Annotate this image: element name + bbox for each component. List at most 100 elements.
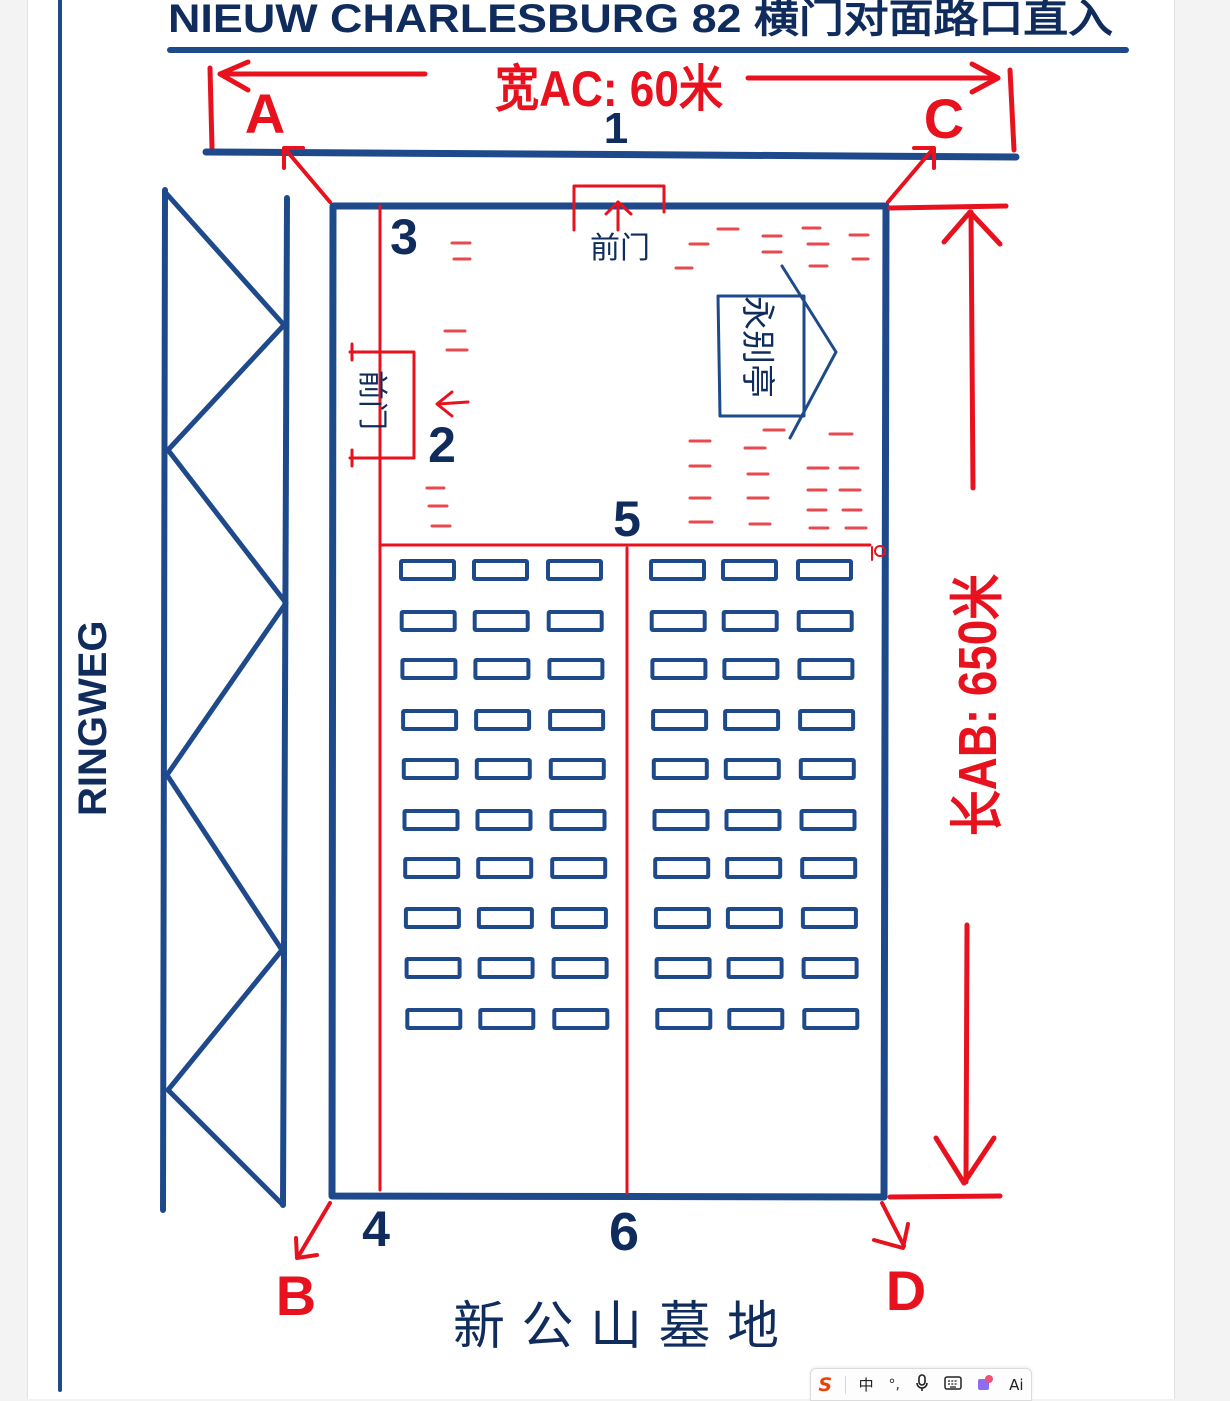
grave-block (472, 610, 530, 632)
grave-block (649, 559, 706, 581)
grave-block (653, 907, 711, 929)
ringweg-road (160, 187, 290, 1213)
grave-block (650, 658, 708, 680)
punctuation-toggle[interactable]: °, (888, 1376, 900, 1393)
grave-block (548, 709, 606, 731)
point-2-label: 2 (428, 417, 456, 473)
length-label: 长AB: 650米 (948, 574, 1008, 836)
grave-block (546, 559, 603, 581)
grave-block (726, 957, 784, 979)
grave-block (400, 658, 458, 680)
gate-side-label: 前门 (354, 370, 389, 430)
internal-paths (378, 204, 886, 1195)
shrub-marks (425, 226, 870, 530)
grave-block (399, 559, 456, 581)
point-6-label: 6 (609, 1202, 639, 1262)
gate-top-label: 前门 (590, 231, 650, 266)
grave-blocks (399, 559, 860, 1030)
ai-button[interactable]: Ai (1009, 1375, 1024, 1394)
ringweg-label: RINGWEG (71, 620, 115, 816)
grave-block (475, 809, 533, 831)
grave-block (651, 709, 709, 731)
grave-block (723, 758, 781, 780)
microphone-icon[interactable] (913, 1373, 931, 1396)
grave-block (476, 857, 534, 879)
grave-block (649, 610, 707, 632)
top-front-gate: 前门 (572, 184, 666, 266)
grave-block (655, 1008, 713, 1030)
grave-block (798, 758, 856, 780)
grave-block (474, 709, 532, 731)
grave-block (551, 957, 609, 979)
point-3-label: 3 (390, 209, 418, 265)
grave-block (651, 758, 709, 780)
grave-block (476, 907, 534, 929)
grave-block (799, 809, 857, 831)
corner-c-label: C (924, 87, 964, 150)
length-dimension: 长AB: 650米 (887, 203, 1009, 1200)
top-road-line (202, 148, 1020, 161)
grave-block (801, 957, 859, 979)
grave-block (721, 559, 778, 581)
input-mode-toggle[interactable]: 中 (858, 1376, 874, 1394)
point-1-label: 1 (604, 104, 628, 153)
corner-b-label: B (276, 1264, 316, 1327)
side-front-gate: 前门 (348, 342, 470, 468)
grave-block (653, 857, 711, 879)
width-dimension: 宽AC: 60米 (207, 59, 1017, 153)
grave-block (797, 658, 855, 680)
grave-block (549, 809, 607, 831)
grave-block (550, 857, 608, 879)
grave-block (548, 758, 606, 780)
grave-block (403, 857, 461, 879)
grave-block (403, 907, 461, 929)
grave-block (798, 709, 856, 731)
grave-block (800, 857, 858, 879)
title-text: NIEUW CHARLESBURG 82 横门对面路口直入 (168, 0, 1113, 41)
grave-block (477, 957, 535, 979)
keyboard-icon[interactable] (942, 1375, 964, 1395)
sogou-logo-icon[interactable]: S (818, 1373, 833, 1396)
grave-block (547, 658, 605, 680)
grave-block (721, 610, 779, 632)
point-5-label: 5 (613, 491, 641, 547)
grave-block (652, 809, 710, 831)
grave-block (725, 857, 783, 879)
grave-block (402, 809, 460, 831)
grave-block (550, 907, 608, 929)
grave-block (472, 559, 529, 581)
grave-block (724, 809, 782, 831)
grave-block (796, 559, 853, 581)
grave-block (404, 957, 462, 979)
corner-d-label: D (886, 1259, 926, 1322)
width-label: 宽AC: 60米 (495, 61, 723, 117)
pavilion-label: 永别亭 (737, 296, 777, 398)
grave-block (802, 1008, 860, 1030)
corner-arrows (282, 146, 936, 1260)
grave-block (800, 907, 858, 929)
cemetery-label: 新 公 山 墓 地 (453, 1297, 779, 1357)
site-boundary (328, 202, 890, 1201)
corner-a-label: A (245, 82, 285, 145)
grave-block (405, 1008, 463, 1030)
ime-toolbar[interactable]: S 中 °, Ai (810, 1368, 1032, 1401)
grave-block (723, 709, 781, 731)
point-4-label: 4 (362, 1201, 390, 1257)
grave-block (654, 957, 712, 979)
grave-block (725, 907, 783, 929)
pavilion: 永别亭 (716, 264, 838, 440)
grave-block (722, 658, 780, 680)
grave-block (399, 610, 457, 632)
grave-block (727, 1008, 785, 1030)
grave-block (478, 1008, 536, 1030)
grave-block (474, 758, 532, 780)
skin-icon[interactable] (974, 1374, 996, 1396)
grave-block (473, 658, 531, 680)
grave-block (796, 610, 854, 632)
grave-block (546, 610, 604, 632)
grave-block (401, 709, 459, 731)
grave-block (401, 758, 459, 780)
grave-block (552, 1008, 610, 1030)
toolbar-divider (844, 1375, 846, 1394)
